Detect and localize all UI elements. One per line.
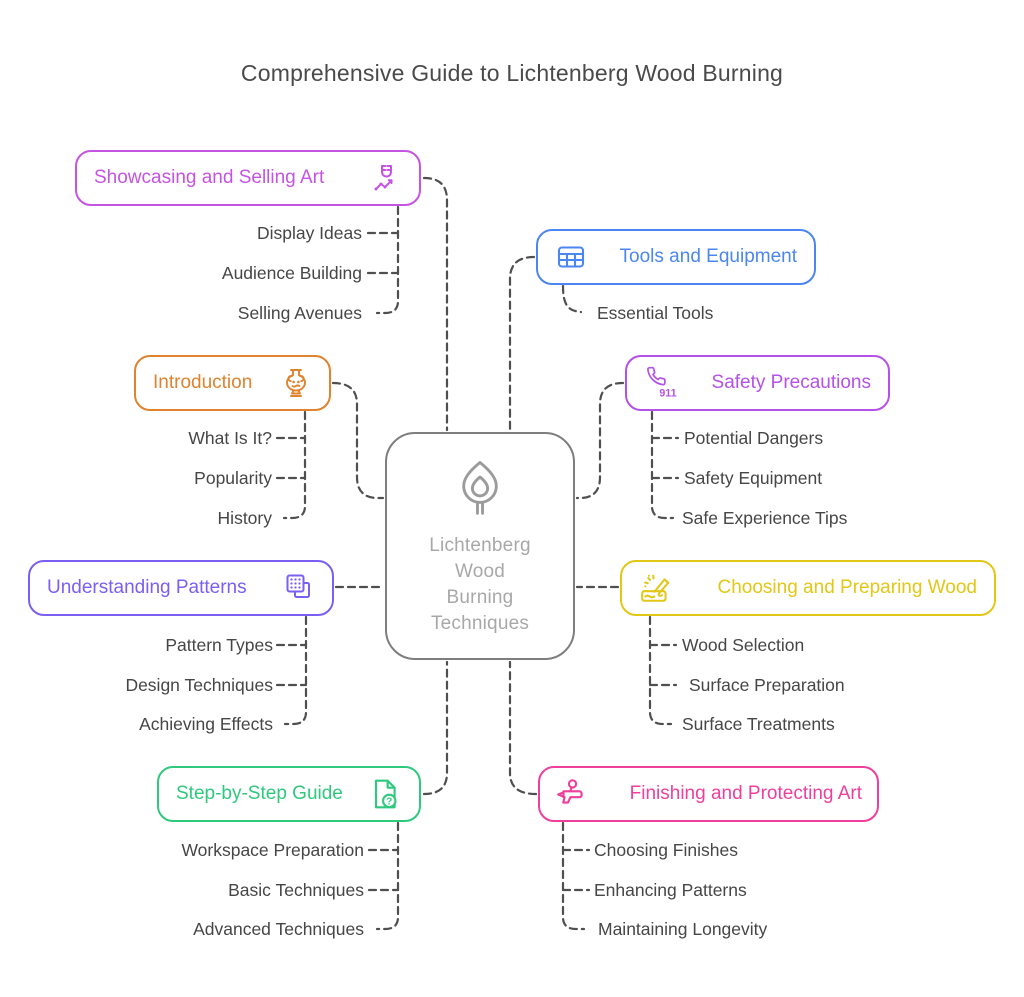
- subtopic-label[interactable]: Achieving Effects: [139, 714, 273, 734]
- subtopic-label[interactable]: Safe Experience Tips: [682, 508, 848, 528]
- branch-node-safety[interactable]: 911 Safety Precautions: [625, 355, 890, 411]
- connector-finishing-items: [561, 821, 586, 931]
- subtopic-label[interactable]: Wood Selection: [682, 635, 805, 655]
- branch-node-introduction[interactable]: Introduction: [134, 355, 331, 411]
- branch-label: Introduction: [153, 372, 253, 393]
- connector-safety-items: [650, 410, 675, 520]
- connector-finishing-center: [508, 660, 538, 796]
- magnet-chart-icon: [370, 162, 402, 194]
- branch-label: Tools and Equipment: [619, 246, 797, 267]
- subtopic-label[interactable]: Potential Dangers: [684, 428, 824, 448]
- connector-wood-items: [648, 615, 673, 726]
- subtopic-label[interactable]: Essential Tools: [597, 303, 714, 323]
- branch-node-guide[interactable]: Step-by-Step Guide ?: [157, 766, 421, 822]
- subtopic-label[interactable]: Pattern Types: [165, 635, 273, 655]
- subtopic-label[interactable]: Safety Equipment: [684, 468, 823, 488]
- subtopic-label[interactable]: History: [217, 508, 272, 528]
- subtopic-label[interactable]: Surface Treatments: [682, 714, 835, 734]
- subtopic-label[interactable]: Choosing Finishes: [594, 840, 738, 860]
- subtopic-label[interactable]: What Is It?: [188, 428, 272, 448]
- phone-911-badge: 911: [659, 387, 676, 399]
- connector-patterns-items: [283, 615, 308, 726]
- table-grid-icon: [555, 241, 587, 273]
- document-question-icon: ?: [368, 777, 402, 811]
- branch-label: Safety Precautions: [711, 372, 871, 393]
- branch-label: Understanding Patterns: [47, 577, 247, 598]
- diagram-title: Comprehensive Guide to Lichtenberg Wood …: [240, 60, 784, 86]
- subtopic-label[interactable]: Selling Avenues: [237, 303, 362, 323]
- match-flame-icon: [451, 458, 509, 521]
- subtopic-label[interactable]: Popularity: [194, 468, 272, 488]
- central-topic-line: Wood: [454, 561, 506, 582]
- branch-label: Choosing and Preparing Wood: [717, 577, 978, 598]
- connector-safety-center: [575, 381, 625, 500]
- connector-introduction-center: [331, 381, 385, 500]
- connector-showcasing-items: [375, 205, 400, 315]
- central-topic-node[interactable]: Lichtenberg Wood Burning Techniques: [385, 432, 575, 660]
- subtopic-label[interactable]: Surface Preparation: [689, 675, 845, 695]
- branch-node-showcasing[interactable]: Showcasing and Selling Art: [75, 150, 421, 206]
- wood-burning-icon: [639, 571, 673, 605]
- branch-label: Finishing and Protecting Art: [629, 783, 862, 804]
- branch-node-wood[interactable]: Choosing and Preparing Wood: [620, 560, 996, 616]
- amphora-icon: [280, 367, 312, 399]
- subtopic-label[interactable]: Advanced Techniques: [193, 919, 364, 939]
- connector-guide-items: [375, 821, 400, 931]
- branch-node-tools[interactable]: Tools and Equipment: [536, 229, 816, 285]
- airbrush-icon: [555, 777, 589, 811]
- branch-node-finishing[interactable]: Finishing and Protecting Art: [538, 766, 879, 822]
- central-topic-label: Lichtenberg Wood Burning Techniques: [429, 533, 531, 637]
- connector-guide-center: [422, 660, 449, 796]
- central-topic-line: Techniques: [430, 613, 530, 634]
- connector-showcasing-center: [422, 176, 449, 432]
- branch-label: Step-by-Step Guide: [176, 783, 343, 804]
- pattern-squares-icon: [283, 572, 315, 604]
- subtopic-label[interactable]: Workspace Preparation: [181, 840, 364, 860]
- central-topic-line: Lichtenberg: [429, 535, 531, 556]
- subtopic-label[interactable]: Display Ideas: [256, 223, 362, 243]
- subtopic-label[interactable]: Basic Techniques: [228, 880, 364, 900]
- connector-tools-center: [508, 255, 536, 432]
- branch-node-patterns[interactable]: Understanding Patterns: [28, 560, 334, 616]
- connector-introduction-items: [282, 410, 307, 520]
- connector-tools-items: [561, 284, 583, 314]
- subtopic-label[interactable]: Enhancing Patterns: [594, 880, 747, 900]
- document-question-badge: ?: [386, 797, 392, 808]
- phone-911-icon: 911: [644, 366, 678, 400]
- central-topic-line: Burning: [446, 587, 514, 608]
- branch-label: Showcasing and Selling Art: [94, 167, 325, 188]
- subtopic-label[interactable]: Design Techniques: [125, 675, 273, 695]
- subtopic-label[interactable]: Maintaining Longevity: [598, 919, 768, 939]
- subtopic-label[interactable]: Audience Building: [221, 263, 362, 283]
